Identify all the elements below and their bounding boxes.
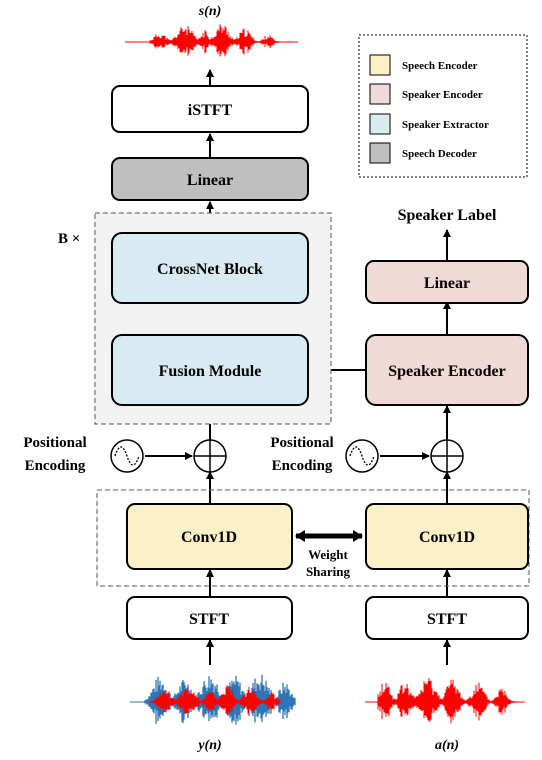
legend-swatch-speaker-encoder: [369, 83, 391, 105]
istft-label: iSTFT: [188, 102, 233, 119]
fusion-module-block: [111, 334, 309, 406]
mixture-signal-label: y(n): [196, 738, 221, 753]
output-waveform: [125, 24, 298, 57]
crossnet-block: [111, 232, 309, 304]
legend-label-speech-decoder: Speech Decoder: [402, 148, 477, 160]
positional-encoding-left-icon: [110, 439, 144, 473]
pos-enc-left-label-line2: Encoding: [25, 458, 86, 474]
weight-sharing-label-line2: Sharing: [306, 564, 351, 579]
legend-swatch-speech-decoder: [369, 142, 391, 164]
conv1d-right-block: [365, 503, 529, 570]
legend: Speech Encoder Speaker Encoder Speaker E…: [358, 34, 528, 178]
legend-swatch-speech-encoder: [369, 54, 391, 76]
decoder-linear-block: [111, 157, 309, 201]
pos-enc-right-label-line1: Positional: [270, 435, 333, 451]
repeat-label: B ×: [58, 231, 80, 247]
adder-right-icon: [430, 439, 464, 473]
output-signal-label: s(n): [198, 4, 222, 19]
speaker-linear-label: Linear: [424, 275, 470, 292]
conv1d-left-block: [126, 503, 293, 570]
decoder-linear-label: Linear: [187, 172, 233, 189]
mixture-waveform: [130, 674, 296, 725]
crossnet-label: CrossNet Block: [157, 261, 263, 278]
legend-label-speech-encoder: Speech Encoder: [402, 60, 478, 72]
stft-right-label: STFT: [427, 611, 467, 628]
conv1d-right-label: Conv1D: [419, 529, 475, 546]
speaker-linear-block: [365, 260, 529, 304]
pos-enc-left-label-line1: Positional: [23, 435, 86, 451]
speaker-encoder-label: Speaker Encoder: [388, 363, 505, 380]
aux-waveform: [365, 677, 525, 724]
adder-left-icon: [193, 439, 227, 473]
legend-label-speaker-extractor: Speaker Extractor: [402, 119, 489, 131]
stft-left-label: STFT: [189, 611, 229, 628]
speaker-label-output: Speaker Label: [398, 207, 497, 224]
istft-block: [111, 85, 309, 133]
positional-encoding-right-icon: [345, 439, 379, 473]
stft-left-block: [126, 596, 293, 640]
legend-swatch-speaker-extractor: [369, 113, 391, 135]
aux-signal-label: a(n): [435, 738, 459, 753]
fusion-module-label: Fusion Module: [159, 363, 262, 380]
pos-enc-right-label-line2: Encoding: [272, 458, 333, 474]
legend-label-speaker-encoder: Speaker Encoder: [402, 89, 483, 101]
weight-sharing-label-line1: Weight: [308, 547, 348, 562]
stft-right-block: [365, 596, 529, 640]
speaker-encoder-block: [365, 334, 529, 406]
conv1d-left-label: Conv1D: [181, 529, 237, 546]
